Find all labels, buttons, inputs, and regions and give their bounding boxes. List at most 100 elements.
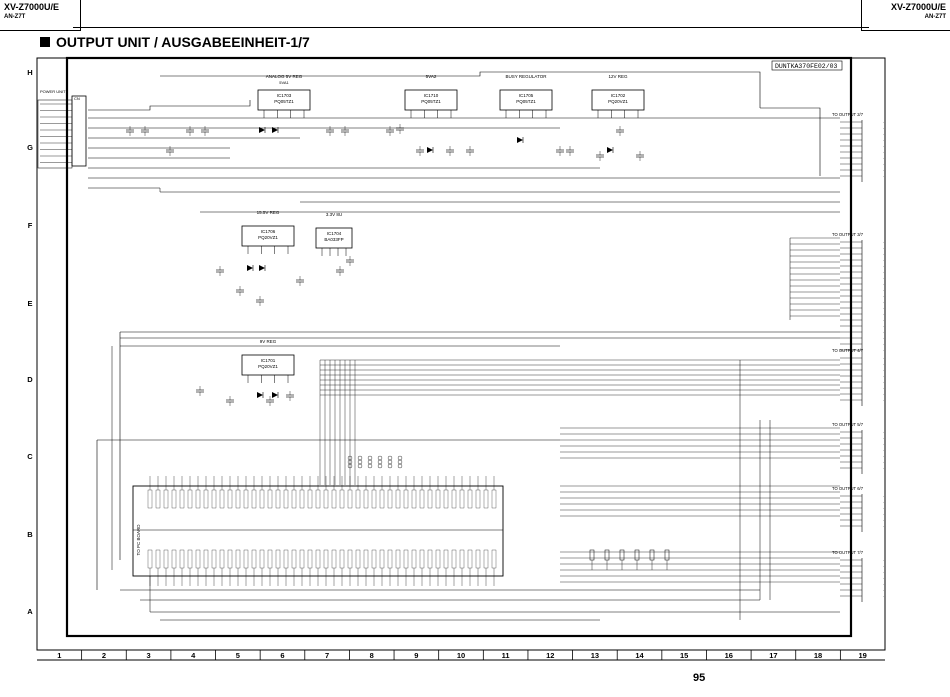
output-4: TO OUTPUT 4/7········: [832, 348, 884, 406]
column-label: 17: [769, 651, 777, 660]
output-pin: ·: [883, 258, 884, 263]
regulator-ref: IC1703: [277, 93, 292, 98]
regulator-part: PQ20VZ1: [258, 235, 278, 240]
regulator-ref: IC1704: [327, 231, 342, 236]
output-label: TO OUTPUT 7/7: [832, 550, 864, 555]
output-pin: ·: [883, 392, 884, 397]
column-label: 16: [725, 651, 733, 660]
output-pin: ·: [883, 564, 884, 569]
page-number: 95: [693, 672, 706, 684]
row-label: A: [27, 607, 33, 616]
title-square-icon: [40, 37, 50, 47]
regulator-ref: IC1710: [424, 93, 439, 98]
regulator-group: 15.5V REG: [257, 210, 280, 215]
regulator-part: PQ20VZ1: [258, 364, 278, 369]
diode-icon: [607, 147, 613, 153]
regulator-body: [499, 89, 553, 111]
regulator-body: [404, 89, 458, 111]
output-pin: ·: [883, 150, 884, 155]
diode-icon: [259, 265, 265, 271]
column-label: 8: [370, 651, 374, 660]
diode-icon: [259, 127, 265, 133]
column-label: 19: [859, 651, 867, 660]
output-pin: ·: [883, 558, 884, 563]
board-border: [65, 56, 853, 638]
output-pin: ·: [883, 356, 884, 361]
column-label: 13: [591, 651, 599, 660]
output-pin: ·: [883, 156, 884, 161]
output-label: TO OUTPUT 4/7: [832, 348, 864, 353]
row-label: H: [27, 68, 32, 77]
connector-ref: CN: [74, 96, 80, 101]
column-label: 3: [146, 651, 150, 660]
output-pin: ·: [883, 436, 884, 441]
output-pin: ·: [883, 494, 884, 499]
code-box: [771, 60, 843, 71]
output-pin: ·: [883, 506, 884, 511]
output-pin: ·: [883, 348, 884, 353]
regulator-group: 12V REG: [608, 74, 628, 79]
output-pin: ·: [883, 126, 884, 131]
title-text: OUTPUT UNIT / AUSGABEEINHEIT-1/7: [56, 34, 310, 50]
output-pin: ·: [883, 518, 884, 523]
wiring: [88, 71, 840, 621]
output-pin: ·: [883, 362, 884, 367]
output-pin: ·: [883, 460, 884, 465]
output-pin: ·: [883, 374, 884, 379]
regulator-body: [241, 354, 295, 376]
output-pin: ·: [883, 132, 884, 137]
output-pin: ·: [883, 324, 884, 329]
output-pin: ·: [883, 500, 884, 505]
diode-icon: [247, 265, 253, 271]
output-pin: ·: [883, 342, 884, 347]
row-label: B: [27, 530, 33, 539]
row-label: E: [27, 299, 32, 308]
output-pin: ·: [883, 162, 884, 167]
regulator-sub: 5VA1: [279, 80, 289, 85]
regulator-group: 9V REG: [260, 339, 277, 344]
output-pin: ·: [883, 380, 884, 385]
output-pin: ·: [883, 588, 884, 593]
output-pin: ·: [883, 168, 884, 173]
column-label: 5: [236, 651, 240, 660]
regulator-group: 5VA2: [426, 74, 437, 79]
output-pin: ·: [883, 306, 884, 311]
output-5: TO OUTPUT 5/7·······: [832, 422, 884, 474]
pc-board-body: [132, 485, 504, 577]
output-pin: ·: [883, 442, 884, 447]
column-label: 2: [102, 651, 106, 660]
column-label: 9: [414, 651, 418, 660]
regulator-body: [591, 89, 645, 111]
column-label: 10: [457, 651, 465, 660]
output-pin: ·: [883, 276, 884, 281]
output-pin: ·: [883, 576, 884, 581]
connector-body: [71, 95, 87, 167]
output-pin: ·: [883, 282, 884, 287]
output-pin: ·: [883, 312, 884, 317]
regulator-body: [257, 89, 311, 111]
output-pin: ·: [883, 582, 884, 587]
model-right: XV-Z7000U/E: [890, 2, 946, 12]
output-pin: ·: [883, 398, 884, 403]
column-label: 6: [280, 651, 284, 660]
pc-board-label: TO PC BOARD: [136, 524, 141, 556]
regulator-part: PQ05TZ1: [421, 99, 441, 104]
column-label: 1: [57, 651, 61, 660]
regulator-group: BUSY REGULATOR: [505, 74, 547, 79]
output-2: TO OUTPUT 2/7··········: [832, 112, 884, 182]
regulator-ref: IC1705: [519, 93, 534, 98]
output-6: TO OUTPUT 6/7······: [832, 486, 884, 532]
pc-board-connector: TO PC BOARD: [132, 476, 504, 586]
row-label: G: [27, 143, 33, 152]
regulator-group: ANALOG 5V REG: [266, 74, 303, 79]
output-pin: ·: [883, 336, 884, 341]
column-label: 11: [502, 651, 510, 660]
